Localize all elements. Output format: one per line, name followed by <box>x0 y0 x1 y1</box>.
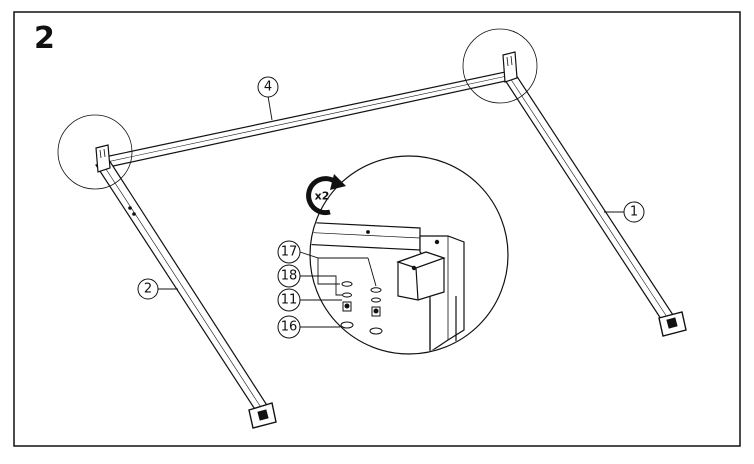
step-number: 2 <box>34 21 55 56</box>
repeat-count-label: x2 <box>315 190 330 203</box>
rotate-repeat-icon: x2 <box>309 174 346 213</box>
callout-part-17-label: 17 <box>281 245 298 260</box>
callout-part-2: 2 <box>138 279 178 299</box>
hardware-leader-lines <box>300 252 376 327</box>
callout-part-18-label: 18 <box>281 269 298 284</box>
hardware-stack-left <box>341 282 353 328</box>
callout-part-16-label: 16 <box>281 320 298 335</box>
callout-part-1: 1 <box>604 202 644 222</box>
callout-part-11: 11 <box>278 289 300 311</box>
callout-part-4-label: 4 <box>264 80 272 95</box>
callout-part-11-label: 11 <box>281 293 298 308</box>
callout-part-1-label: 1 <box>630 205 638 220</box>
callout-part-16: 16 <box>278 316 300 338</box>
frame-part-1-right-leg <box>503 52 686 336</box>
left-corner-highlight <box>58 115 132 189</box>
callout-part-17: 17 <box>278 241 300 263</box>
hardware-stack-right <box>370 288 382 334</box>
frame-part-2-left-leg <box>96 145 276 428</box>
callout-part-4: 4 <box>258 77 278 120</box>
callout-part-2-label: 2 <box>144 282 152 297</box>
frame-part-4-crossbar <box>100 72 510 168</box>
right-corner-highlight <box>463 29 537 103</box>
corner-detail-magnifier <box>300 156 508 354</box>
step-frame <box>14 12 740 446</box>
callout-part-18: 18 <box>278 265 300 287</box>
